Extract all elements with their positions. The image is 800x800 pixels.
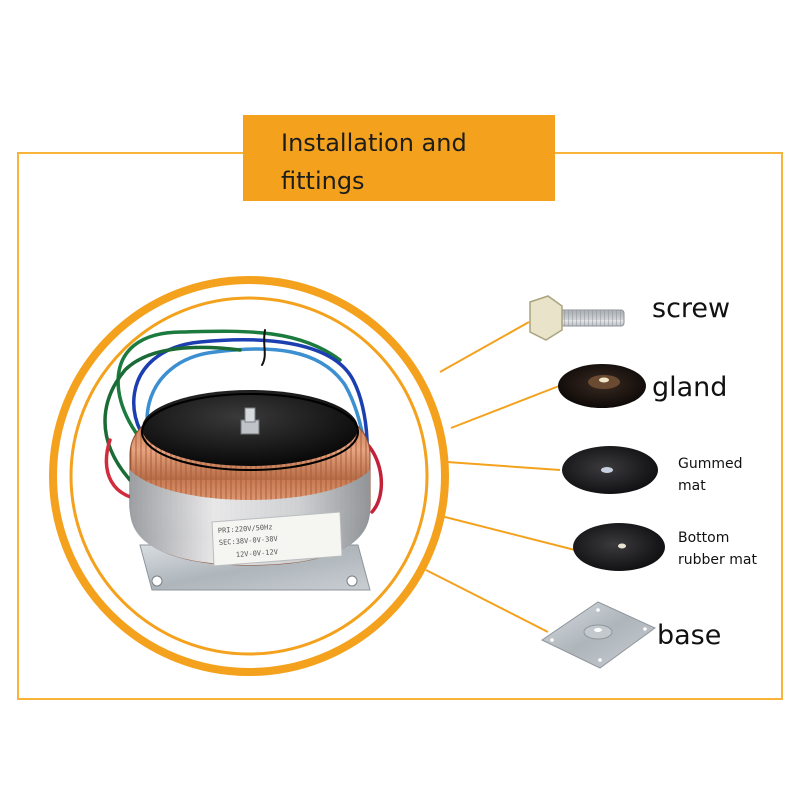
transformer-label-sticker: PRI:220V/50Hz SEC:38V-0V-38V 12V-0V-12V xyxy=(211,511,343,567)
base-plate-image xyxy=(541,601,656,669)
label-gummed-mat-line2: mat xyxy=(678,478,706,494)
label-bottom-rubber-mat-line2: rubber mat xyxy=(678,552,757,568)
screw-image xyxy=(529,295,625,341)
transformer-label-line1: PRI:220V/50Hz xyxy=(218,523,273,535)
title-banner: Installation and fittings xyxy=(243,115,555,201)
toroidal-transformer: PRI:220V/50Hz SEC:38V-0V-38V 12V-0V-12V xyxy=(103,329,384,591)
gland-image xyxy=(558,364,646,408)
label-gummed-mat-line1: Gummed xyxy=(678,456,743,472)
title-line-2: fittings xyxy=(281,167,365,195)
bottom-rubber-mat-image xyxy=(573,523,665,571)
inner-ring xyxy=(69,296,429,656)
label-base: base xyxy=(657,620,722,651)
label-bottom-rubber-mat-line1: Bottom xyxy=(678,530,730,546)
outer-ring xyxy=(49,276,449,676)
connector-lines xyxy=(425,321,576,633)
label-gland: gland xyxy=(652,372,728,403)
label-gummed-mat: Gummed mat xyxy=(678,453,743,497)
title-line-1: Installation and xyxy=(281,129,467,157)
transformer-label-line3: 12V-0V-12V xyxy=(236,548,279,559)
label-screw: screw xyxy=(652,293,731,324)
label-bottom-rubber-mat: Bottom rubber mat xyxy=(678,527,757,571)
gummed-mat-image xyxy=(562,446,658,494)
